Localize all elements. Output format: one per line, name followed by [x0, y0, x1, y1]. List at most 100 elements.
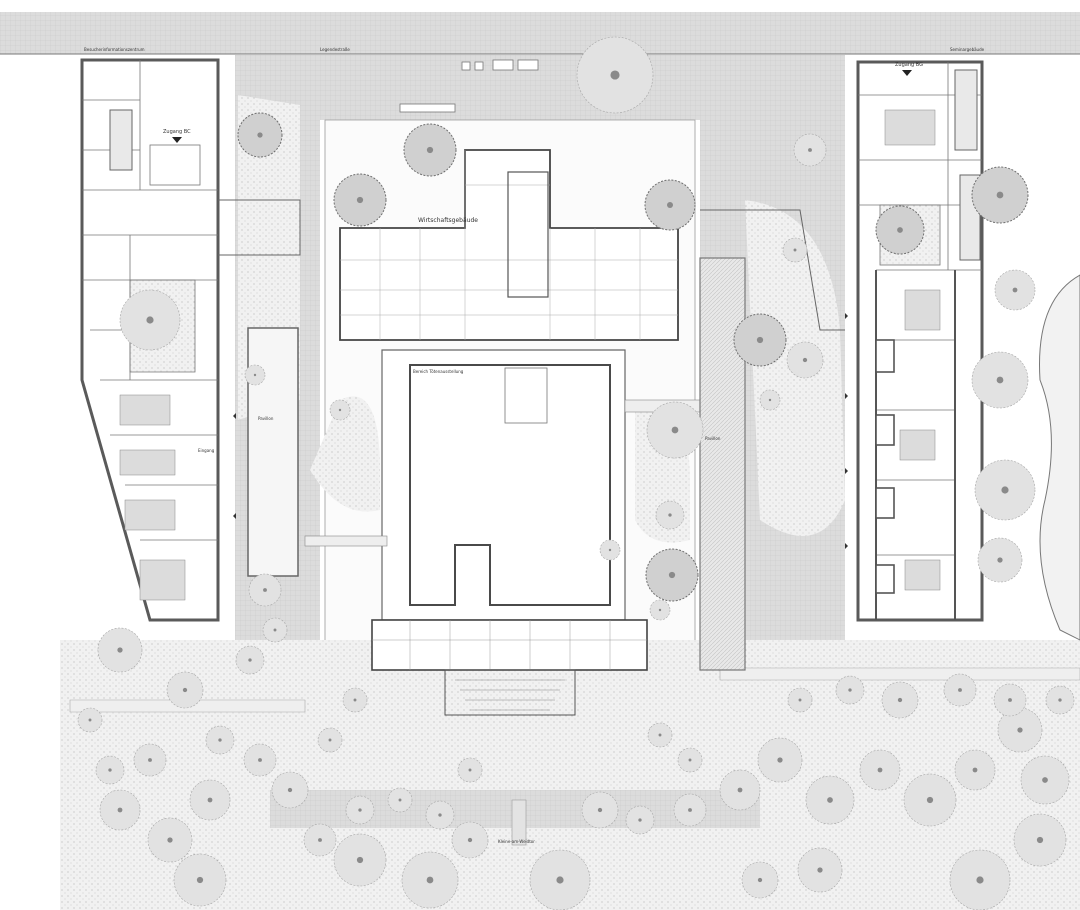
cross-path-right [719, 667, 1080, 681]
entrance-bc-label: Zugang BC [163, 129, 191, 135]
main-building-courtyard [507, 171, 549, 298]
pavilion-right-label: Pavillon [705, 436, 721, 441]
tree-trunk [756, 336, 764, 344]
bottom-block-grid [372, 620, 647, 670]
tree-trunk [658, 608, 662, 612]
building-right-label: Seminargebäude [950, 47, 985, 52]
tree-trunk [556, 876, 564, 884]
tree-trunk [1001, 486, 1009, 494]
tree-trunk [802, 357, 808, 363]
tree-trunk [996, 376, 1004, 384]
main-building-grid [340, 150, 678, 340]
tree-trunk [1042, 777, 1048, 783]
building-right-furniture [884, 109, 941, 591]
entrance-bc-marker [172, 137, 182, 143]
bottom-path [511, 799, 527, 846]
building-left-label: Besucherinformationszentrum [84, 47, 145, 52]
tree-trunk [273, 628, 277, 632]
building-right [856, 60, 984, 622]
pavilion-right-arrows [845, 313, 848, 549]
street-top-label: Legendestraße [320, 47, 350, 52]
exhibition-hall-label: Bereich Tötenausstellung [413, 369, 464, 374]
building-left-hall [149, 144, 201, 186]
building-left-rooms [82, 60, 218, 541]
tree-trunk [253, 373, 257, 377]
tree-trunk [108, 768, 112, 772]
tree-trunk [671, 426, 679, 434]
tree-trunk [926, 796, 934, 804]
tree-trunk [777, 757, 783, 763]
tree-trunk [793, 248, 797, 252]
tree-trunk [848, 688, 852, 692]
tree-trunk [1008, 698, 1012, 702]
tree-trunk [117, 807, 123, 813]
bottom-steps-lines [455, 679, 565, 711]
tree-trunk [287, 787, 293, 793]
tree-trunk [958, 688, 962, 692]
tree-trunk [768, 398, 772, 402]
tree-trunk [263, 588, 267, 592]
tree-trunk [597, 807, 603, 813]
tree-trunk [196, 876, 204, 884]
main-building [339, 149, 679, 341]
tree-trunk [426, 876, 434, 884]
tree-trunk [117, 647, 123, 653]
planting-left-2 [310, 396, 380, 512]
building-right-niches [875, 339, 895, 594]
tree-trunk [258, 758, 262, 762]
exhibition-hall-inner [409, 364, 611, 606]
tree-trunk [257, 132, 263, 138]
tree-trunk [467, 837, 473, 843]
tree-trunk [248, 658, 252, 662]
tree-trunk [146, 316, 154, 324]
tree-trunk [976, 876, 984, 884]
tree-trunk [167, 837, 173, 843]
tree-trunk [438, 813, 442, 817]
tree-trunk [328, 738, 332, 742]
tree-trunk [207, 797, 213, 803]
tree-trunk [688, 758, 692, 762]
river-edge [1039, 274, 1080, 641]
pavilion-left-arrow [233, 413, 236, 419]
tree-trunk [218, 738, 222, 742]
main-building-label: Wirtschaftsgebäude [418, 217, 478, 224]
tree-trunk [817, 867, 823, 873]
tree-trunk [398, 798, 402, 802]
tree-trunk [638, 818, 642, 822]
tree-trunk [338, 408, 342, 412]
tree-trunk [877, 767, 883, 773]
tree-trunk [658, 733, 662, 737]
exhibition-bridge-left [304, 535, 388, 547]
tree-trunk [356, 196, 364, 204]
tree-trunk [667, 202, 673, 208]
tree-trunk [353, 698, 357, 702]
tree-trunk [668, 513, 672, 517]
entrance-bg-marker [902, 70, 912, 76]
pavilion-left-arrow-2 [233, 513, 236, 519]
tree-trunk [996, 191, 1004, 199]
bottom-steps [444, 669, 576, 716]
tree-trunk [972, 767, 978, 773]
tree-trunk [318, 838, 322, 842]
tree-trunk [808, 148, 812, 152]
building-left-seating [119, 394, 186, 601]
tree-trunk [358, 808, 362, 812]
bottom-block [371, 619, 648, 671]
tree-trunk [688, 808, 692, 812]
tree-trunk [88, 718, 92, 722]
tree-trunk [1058, 698, 1062, 702]
right-link-path [700, 209, 845, 331]
tree-trunk [356, 856, 364, 864]
left-link-path [218, 199, 301, 256]
tree-trunk [757, 877, 763, 883]
street-objects [399, 59, 539, 113]
tree-trunk [897, 697, 903, 703]
tree-trunk [997, 557, 1003, 563]
building-left-core [109, 109, 133, 171]
tree-trunk [468, 768, 472, 772]
tree-trunk [148, 758, 152, 762]
tree-trunk [737, 787, 743, 793]
tree-trunk [1017, 727, 1023, 733]
tree-trunk [668, 571, 676, 579]
